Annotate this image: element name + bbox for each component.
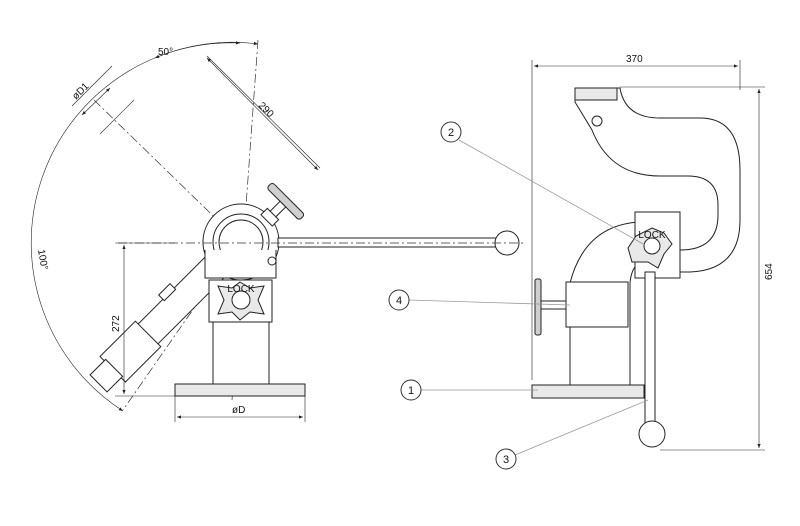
front-view: LOCK 50° 290 øD1 100° 272 øD <box>30 39 525 422</box>
dim-290-text: 290 <box>256 100 276 120</box>
callout-text-1: 1 <box>408 385 414 397</box>
dim-d1-text: øD1 <box>70 81 91 102</box>
side-lock-knob-center <box>643 237 661 255</box>
valve-box <box>565 281 629 328</box>
callout-circle-1 <box>400 379 422 401</box>
lock-label: LOCK <box>227 284 255 295</box>
callout-circle-4 <box>388 289 410 311</box>
leader-3 <box>514 399 649 456</box>
dim-100-text: 100° <box>35 249 49 271</box>
valve-wheel <box>534 278 542 336</box>
dim-50-text: 50° <box>158 47 173 58</box>
pipe-hole <box>591 115 603 127</box>
tiller-handle-ball <box>638 420 666 448</box>
leader-2 <box>458 139 646 246</box>
small-pin <box>267 256 277 266</box>
leader-4 <box>408 299 571 306</box>
callout-circle-3 <box>495 448 517 470</box>
callout-text-3: 3 <box>503 454 509 466</box>
callout-text-4: 4 <box>396 295 402 307</box>
pipe-outlet-cap <box>574 87 618 101</box>
dim-d1-ext2 <box>99 99 135 135</box>
side-lock-label: LOCK <box>638 230 666 241</box>
support-column <box>212 321 270 385</box>
tiller-handle-vertical <box>644 271 656 425</box>
base-flange <box>174 383 306 397</box>
dim-d1-ext1 <box>71 65 113 107</box>
dim-654-text: 654 <box>764 263 775 280</box>
lock-knob-center <box>231 290 251 310</box>
callout-circle-2 <box>440 121 462 143</box>
callout-text-2: 2 <box>448 127 454 139</box>
side-view: 370 654 LOCK 1 <box>388 54 775 470</box>
valve-handwheel <box>260 182 305 227</box>
base-plate <box>531 384 645 399</box>
dim-d-text: øD <box>232 405 245 416</box>
dim-370-text: 370 <box>626 54 643 65</box>
angle-arc-50 <box>154 41 259 59</box>
dim-290-line <box>206 57 319 171</box>
tiller-bar <box>277 237 501 248</box>
dim-272-text: 272 <box>111 315 122 332</box>
swivel-body <box>204 250 277 279</box>
dim-d1-line <box>81 87 111 116</box>
